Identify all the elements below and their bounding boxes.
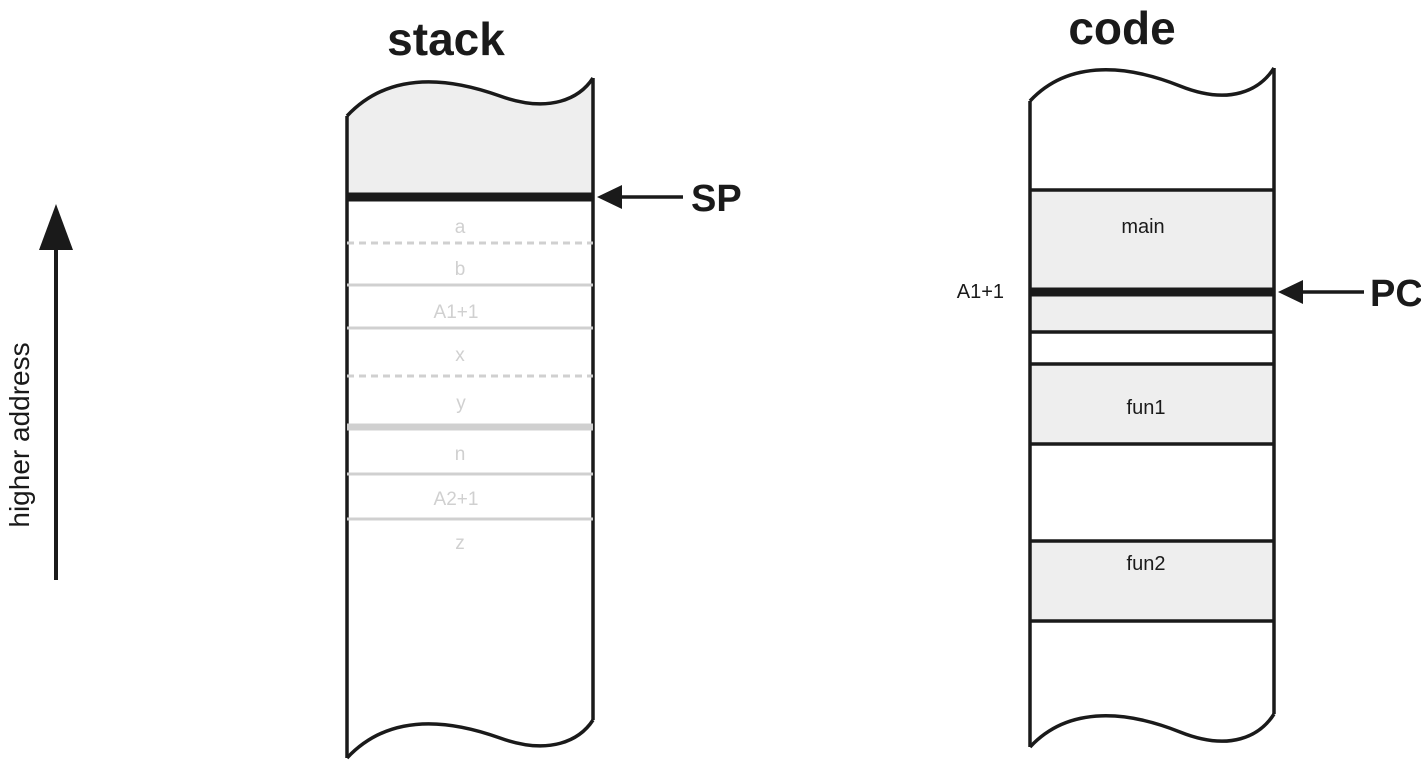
stack-cell-label: a: [455, 217, 466, 238]
pc-address-label: A1+1: [957, 281, 1004, 303]
higher-address-axis: higher address: [4, 204, 73, 580]
stack-cell-label: A1+1: [434, 302, 479, 323]
pc-arrow-head: [1278, 280, 1303, 304]
stack-cell-label: A2+1: [434, 489, 479, 510]
code-block-fun1-fill: [1030, 364, 1274, 444]
sp-arrow-head: [597, 185, 622, 209]
code-title: code: [1068, 2, 1175, 54]
axis-label: higher address: [4, 342, 35, 527]
stack-bottom-edge: [345, 719, 595, 760]
code-block-main-fill: [1030, 190, 1274, 332]
stack-cell-label: y: [456, 393, 466, 414]
code-column: code main fun1 fun2 A1+1 PC: [957, 2, 1421, 749]
stack-cell-label: z: [455, 533, 465, 554]
stack-cell-label: x: [455, 345, 465, 366]
stack-used-region: [347, 78, 593, 197]
code-block-label: main: [1121, 216, 1164, 238]
stack-cell-label: b: [455, 259, 466, 280]
stack-top-edge: [345, 77, 595, 118]
code-top-edge: [1028, 67, 1276, 103]
code-bottom-edge: [1028, 713, 1276, 749]
stack-cell-label: n: [455, 444, 466, 465]
code-block-fun2-fill: [1030, 541, 1274, 621]
code-block-label: fun1: [1127, 397, 1166, 419]
stack-title: stack: [387, 13, 505, 65]
code-block-label: fun2: [1127, 553, 1166, 575]
pc-label: PC: [1370, 273, 1421, 315]
sp-label: SP: [691, 178, 742, 220]
axis-arrow-head: [39, 204, 73, 250]
stack-column: stack a b A1+1 x y n A2+1 z SP: [345, 13, 742, 760]
